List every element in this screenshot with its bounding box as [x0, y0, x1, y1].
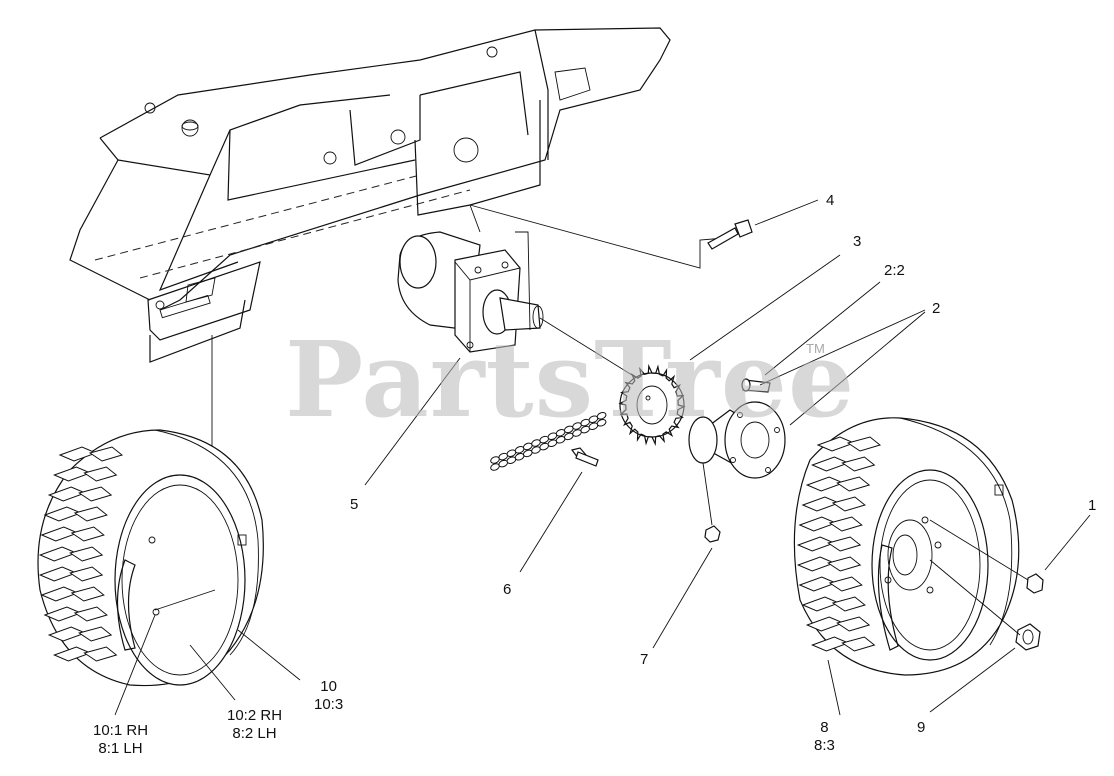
tread-lug — [69, 566, 104, 582]
tread-lug — [73, 506, 108, 522]
wheel-hub — [688, 378, 786, 526]
tread-lug — [846, 436, 882, 452]
drive-chain — [490, 412, 607, 471]
callout-5: 5 — [350, 496, 359, 513]
sprocket — [618, 363, 686, 447]
trademark-mark: TM — [806, 341, 825, 356]
callout-3: 3 — [853, 233, 862, 250]
callout-10-2-line2: 8:2 LH — [232, 725, 277, 742]
callout-10-1-line1: 10:1 RH — [93, 722, 149, 739]
tread-lug — [69, 546, 104, 562]
tread-lug — [70, 586, 105, 602]
chain-link — [596, 412, 607, 420]
callout-8: 8 8:3 — [814, 719, 835, 755]
callout-10: 10 10:3 — [314, 678, 343, 714]
tread-lug — [828, 576, 863, 592]
leader-lines — [114, 199, 1091, 716]
right-wheel — [793, 417, 1044, 676]
tread-lug — [73, 606, 108, 622]
callout-10-2-line1: 10:2 RH — [227, 707, 283, 724]
callout-6: 6 — [503, 581, 512, 598]
bolt-6 — [570, 447, 599, 467]
partstree-watermark: PartsTree — [285, 318, 856, 441]
tread-lug — [835, 616, 871, 632]
tread-lug — [70, 526, 105, 542]
tread-lug — [831, 496, 866, 512]
callout-10-1: 10:1 RH 8:1 LH — [93, 722, 148, 758]
chain-link — [596, 419, 607, 427]
tread-lug — [841, 636, 876, 652]
callout-8-line2: 8:3 — [814, 737, 835, 754]
tread-lug — [828, 516, 863, 532]
left-wheel — [37, 429, 264, 687]
tread-lug — [88, 446, 124, 462]
tread-lug — [827, 536, 862, 552]
chassis-frame — [69, 27, 726, 510]
nut-7 — [704, 525, 721, 543]
tread-lug — [831, 596, 866, 612]
tread-lug — [827, 556, 862, 572]
callout-9: 9 — [917, 719, 926, 736]
bolt-4 — [707, 219, 753, 250]
tread-lug — [77, 486, 113, 502]
tread-lug — [83, 646, 118, 662]
callout-8-line1: 8 — [820, 719, 829, 736]
callout-10-line1: 10 — [320, 678, 337, 695]
callout-2-2: 2:2 — [884, 262, 905, 279]
callout-10-1-line2: 8:1 LH — [98, 740, 143, 757]
tread-lug — [835, 476, 871, 492]
tread-lug — [77, 626, 113, 642]
callout-10-2: 10:2 RH 8:2 LH — [227, 707, 282, 743]
tread-lug — [83, 466, 118, 482]
callout-4: 4 — [826, 192, 835, 209]
callout-2: 2 — [932, 300, 941, 317]
tread-lug — [841, 456, 876, 472]
callout-1: 1 — [1088, 497, 1097, 514]
hydraulic-motor — [397, 204, 641, 381]
callout-7: 7 — [640, 651, 649, 668]
callout-10-line2: 10:3 — [314, 696, 344, 713]
